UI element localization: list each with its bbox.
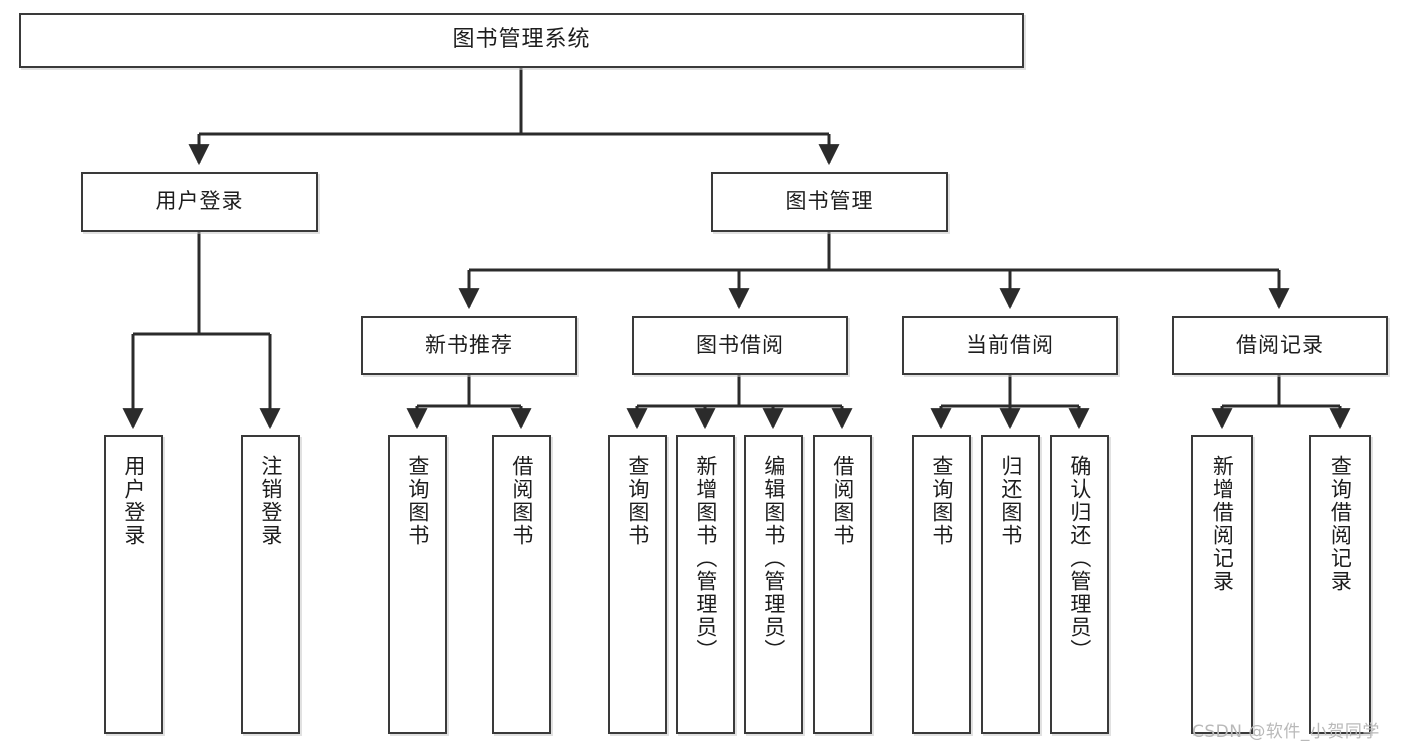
node-book-management[interactable]: 图书管理 (711, 172, 948, 232)
node-current-borrow[interactable]: 当前借阅 (902, 316, 1118, 375)
leaf-borrow-borrow-book[interactable]: 借阅图书 (813, 435, 872, 734)
leaf-label: 查询图书 (405, 455, 430, 547)
leaf-label: 借阅图书 (509, 455, 534, 547)
leaf-current-confirm-return-admin[interactable]: 确认归还（管理员） (1050, 435, 1109, 734)
leaf-label: 新增图书（管理员） (693, 455, 718, 662)
leaf-record-add-record[interactable]: 新增借阅记录 (1191, 435, 1253, 734)
leaf-label: 注销登录 (258, 455, 283, 547)
leaf-new-book-borrow[interactable]: 借阅图书 (492, 435, 551, 734)
leaf-user-login-logout[interactable]: 注销登录 (241, 435, 300, 734)
leaf-new-book-query[interactable]: 查询图书 (388, 435, 447, 734)
leaf-label: 借阅图书 (830, 455, 855, 547)
leaf-label: 查询图书 (929, 455, 954, 547)
leaf-borrow-query-book[interactable]: 查询图书 (608, 435, 667, 734)
leaf-borrow-edit-book-admin[interactable]: 编辑图书（管理员） (744, 435, 803, 734)
leaf-current-query-book[interactable]: 查询图书 (912, 435, 971, 734)
leaf-label: 查询借阅记录 (1328, 455, 1353, 593)
node-book-borrow[interactable]: 图书借阅 (632, 316, 848, 375)
leaf-label: 新增借阅记录 (1210, 455, 1235, 593)
leaf-label: 查询图书 (625, 455, 650, 547)
leaf-record-query-record[interactable]: 查询借阅记录 (1309, 435, 1371, 734)
node-new-book-recommend[interactable]: 新书推荐 (361, 316, 577, 375)
leaf-label: 用户登录 (121, 455, 146, 547)
node-borrow-record[interactable]: 借阅记录 (1172, 316, 1388, 375)
leaf-label: 确认归还（管理员） (1067, 455, 1092, 662)
leaf-label: 归还图书 (998, 455, 1023, 547)
node-user-login[interactable]: 用户登录 (81, 172, 318, 232)
leaf-borrow-add-book-admin[interactable]: 新增图书（管理员） (676, 435, 735, 734)
node-root-system[interactable]: 图书管理系统 (19, 13, 1024, 68)
leaf-current-return-book[interactable]: 归还图书 (981, 435, 1040, 734)
leaf-user-login-login[interactable]: 用户登录 (104, 435, 163, 734)
leaf-label: 编辑图书（管理员） (761, 455, 786, 662)
